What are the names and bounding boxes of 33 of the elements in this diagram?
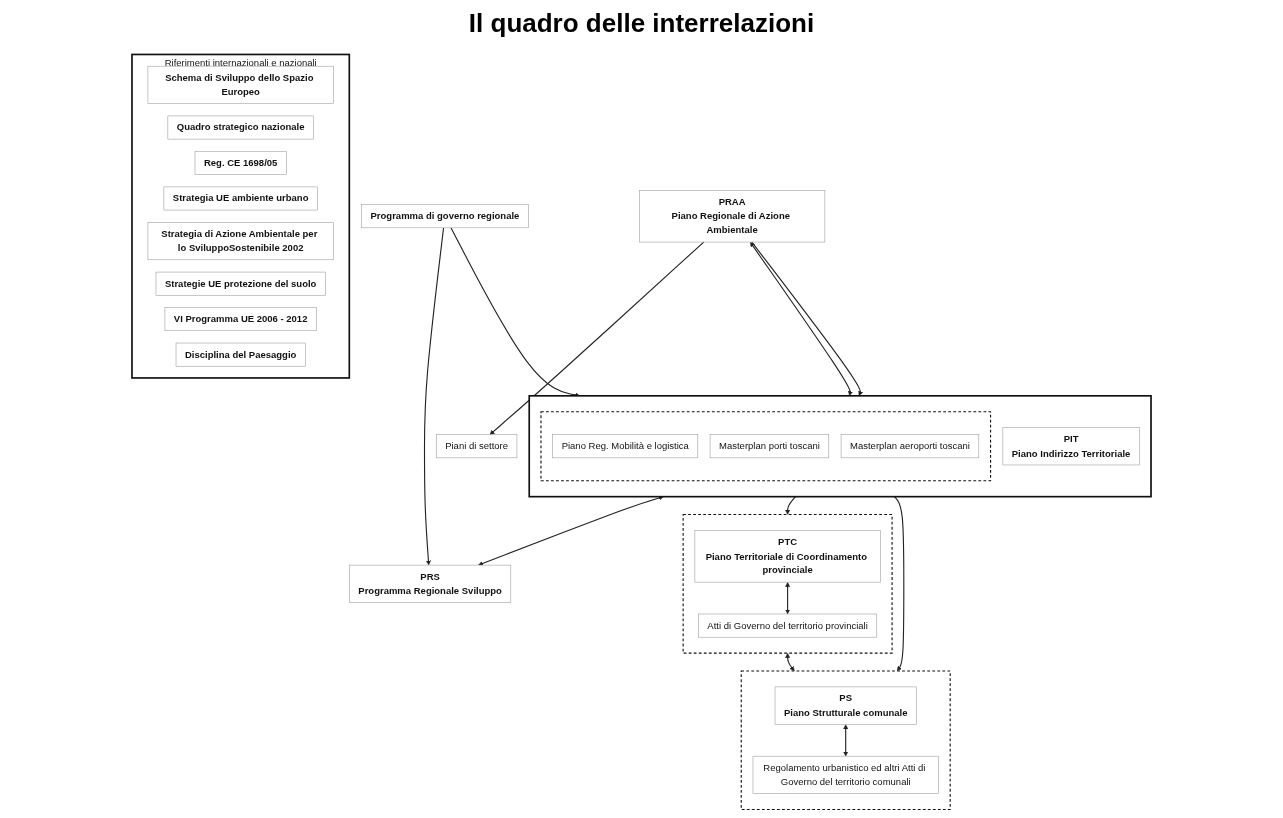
arrow	[423, 227, 445, 566]
node-box: PTC Piano Territoriale di Coordinamento provinciale	[694, 530, 881, 583]
node-box: Strategia UE ambiente urbano	[163, 186, 318, 211]
node-box: Disciplina del Paesaggio	[175, 342, 306, 367]
node-box: Piani di settore	[435, 434, 518, 459]
node-box: Masterplan aeroporti toscani	[840, 434, 980, 459]
arrow	[785, 653, 795, 672]
node-box: Masterplan porti toscani	[709, 434, 830, 459]
node-box: Atti di Governo del territorio provinciali	[698, 613, 878, 638]
cluster	[528, 395, 1152, 498]
node-box: Regolamento urbanistico ed altri Atti di Governo del territorio comunali	[752, 755, 939, 794]
arrow	[785, 582, 791, 615]
cluster	[540, 411, 992, 482]
node-box: Reg. CE 1698/05	[194, 151, 287, 175]
node-box: PRS Programma Regionale Sviluppo	[349, 564, 512, 603]
node-box: PS Piano Strutturale comunale	[774, 686, 917, 725]
node-box: Quadro strategico nazionale	[167, 115, 314, 140]
cluster	[740, 670, 951, 811]
arrow	[843, 724, 849, 757]
node-box: Piano Reg. Mobilità e logistica	[552, 434, 699, 459]
node-box: PIT Piano Indirizzo Territoriale	[1002, 427, 1140, 466]
arrow	[489, 241, 705, 435]
diagram-title: Il quadro delle interrelazioni	[467, 8, 816, 39]
arrow	[893, 496, 905, 672]
arrow	[478, 495, 664, 566]
node-box: PRAA Piano Regionale di Azione Ambientale	[639, 190, 826, 243]
node-box: Strategie UE protezione del suolo	[155, 271, 326, 296]
cluster	[682, 514, 893, 654]
node-box: Strategia di Azione Ambientale per lo SviluppoSostenibile 2002	[147, 222, 334, 261]
node-box: VI Programma UE 2006 - 2012	[164, 307, 317, 331]
node-box: Schema di Sviluppo dello Spazio Europeo	[147, 65, 334, 104]
node-box: Programma di governo regionale	[361, 204, 529, 229]
arrow	[785, 496, 797, 515]
